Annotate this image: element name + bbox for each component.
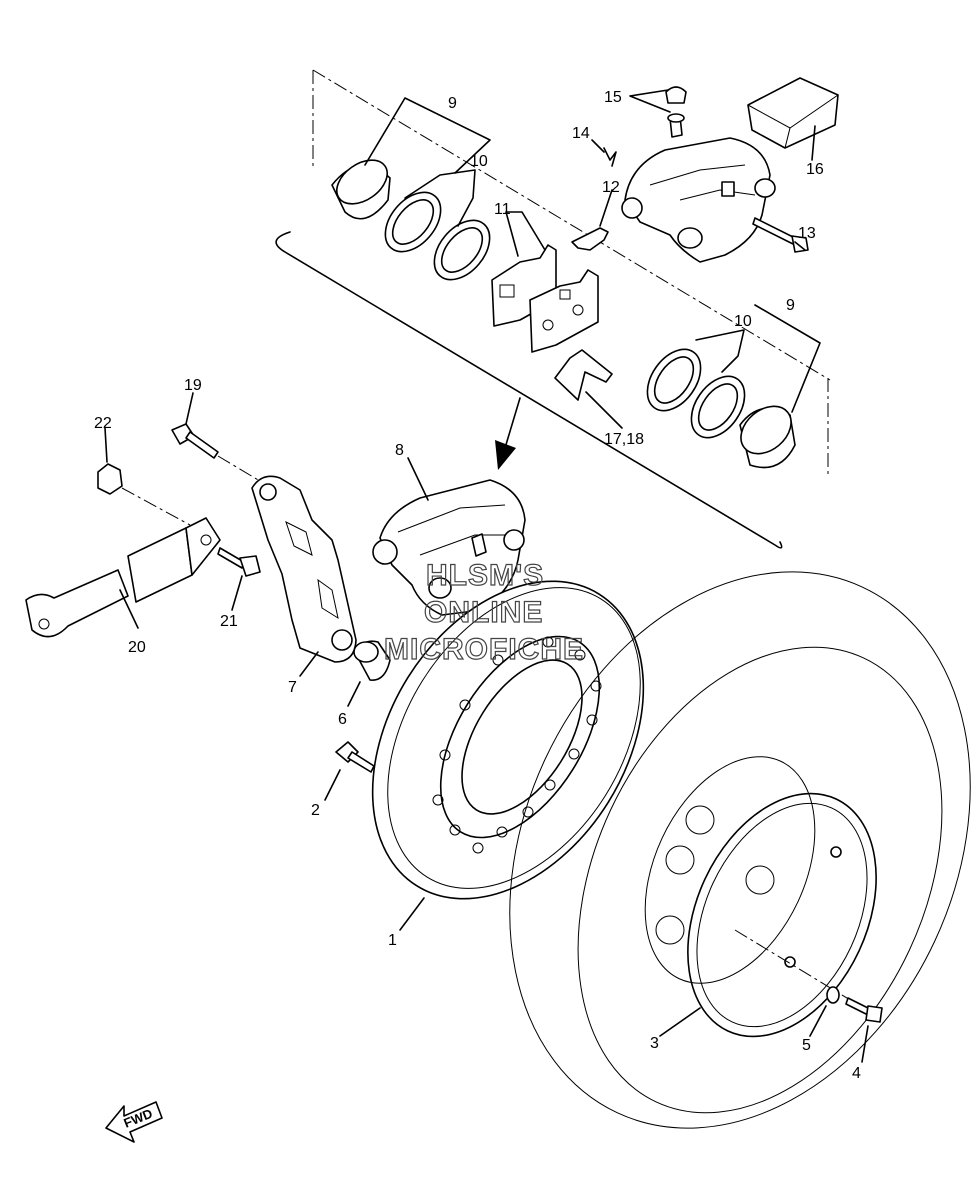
callout-21: 21 [220, 613, 238, 630]
callout-6: 6 [338, 711, 347, 728]
collar-6 [353, 640, 391, 681]
caliper-bracket [251, 475, 357, 663]
washer-5 [826, 986, 840, 1004]
callout-2: 2 [311, 802, 320, 819]
caliper-assembly [372, 479, 526, 616]
pad-support-clip [554, 349, 613, 401]
seal-right-2 [690, 375, 746, 439]
callout-19: 19 [184, 377, 202, 394]
leader-lines [104, 89, 869, 1063]
callout-9-left: 9 [448, 95, 457, 112]
callout-15: 15 [604, 89, 622, 106]
callout-12: 12 [602, 179, 620, 196]
clip-pin [603, 147, 617, 167]
caliper-pin-bolt [752, 217, 809, 253]
caliper-body-detail [621, 137, 776, 263]
fwd-direction-arrow: FWD [105, 1101, 163, 1143]
wheel [509, 571, 971, 1129]
nut-22 [97, 463, 191, 526]
bleed-screw [665, 86, 687, 138]
seal-left-1 [384, 191, 442, 253]
bolt-4 [845, 997, 883, 1023]
callout-5: 5 [802, 1037, 811, 1054]
callout-14: 14 [572, 125, 590, 142]
callout-17-18: 17,18 [604, 431, 644, 448]
seal-left-2 [433, 219, 491, 281]
callout-labels: 1 2 3 4 5 6 7 8 9 9 10 10 11 12 13 14 15… [94, 89, 861, 1082]
torque-rod [25, 517, 221, 638]
callout-20: 20 [128, 639, 146, 656]
caliper-detail-bracket [275, 69, 831, 549]
pad-cover [747, 77, 839, 149]
callout-8: 8 [395, 442, 404, 459]
callout-1: 1 [388, 932, 397, 949]
watermark-line-3: MICROFICHE [384, 633, 584, 666]
disc-bolt [335, 741, 375, 773]
callout-22: 22 [94, 415, 112, 432]
callout-10-left: 10 [470, 153, 488, 170]
watermark: HLSM'S ONLINE MICROFICHE [383, 558, 584, 666]
callout-3: 3 [650, 1035, 659, 1052]
brake-disc [371, 580, 645, 900]
seal-right-1 [646, 348, 702, 412]
brake-pad-rear [529, 269, 599, 353]
disc-holes [432, 636, 602, 854]
bolt-21 [217, 547, 261, 577]
callout-11: 11 [494, 201, 511, 218]
detail-arrow [495, 397, 521, 470]
callout-9-right: 9 [786, 297, 795, 314]
callout-13: 13 [798, 225, 816, 242]
callout-4: 4 [852, 1065, 861, 1082]
piston-right [739, 405, 796, 469]
callout-16: 16 [806, 161, 824, 178]
pad-spring [571, 227, 609, 251]
callout-10-right: 10 [734, 313, 752, 330]
watermark-line-2: ONLINE [424, 596, 543, 629]
callout-7: 7 [288, 679, 297, 696]
piston-left [331, 159, 391, 220]
watermark-line-1: HLSM'S [426, 559, 544, 592]
